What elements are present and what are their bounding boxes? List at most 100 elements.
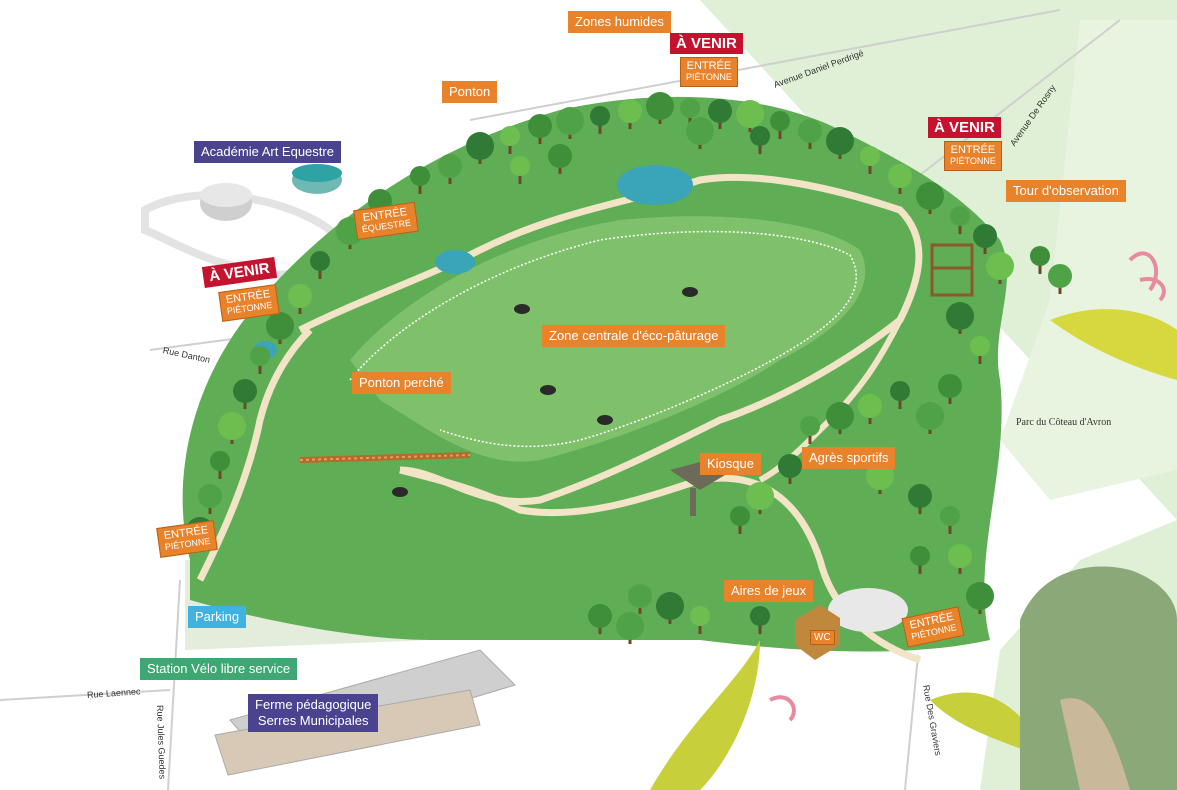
- tree-icon: [826, 402, 854, 434]
- tree-icon: [986, 252, 1014, 284]
- tree-icon: [948, 544, 972, 574]
- label-academie: Académie Art Equestre: [194, 141, 341, 163]
- tree-icon: [310, 251, 330, 279]
- animal-icon: [597, 415, 613, 425]
- label-aires-de-jeux: Aires de jeux: [724, 580, 814, 602]
- entree-pietonne-north: ENTRÉE PIÉTONNE: [680, 57, 738, 87]
- tree-icon: [288, 284, 312, 314]
- animal-icon: [514, 304, 530, 314]
- tree-icon: [466, 132, 494, 164]
- tree-icon: [210, 451, 230, 479]
- entree-text: ENTRÉE: [950, 144, 996, 156]
- tree-icon: [233, 379, 257, 409]
- tree-icon: [266, 312, 294, 344]
- farm-building-2: [214, 689, 481, 776]
- label-zones-humides: Zones humides: [568, 11, 671, 33]
- decor-leaf-2: [830, 650, 885, 790]
- tree-icon: [500, 126, 520, 154]
- tree-icon: [778, 454, 802, 484]
- road-rue-des-graviers: [904, 654, 919, 790]
- label-kiosque: Kiosque: [700, 453, 761, 475]
- main-path-north: [298, 173, 923, 505]
- tree-icon: [618, 99, 642, 129]
- tree-icon: [826, 127, 854, 159]
- decor-leaf-1: [650, 640, 760, 790]
- tree-icon: [198, 484, 222, 514]
- decor-leaf-3: [1050, 309, 1177, 380]
- tree-icon: [916, 182, 944, 214]
- a-venir-banner-east: À VENIR: [928, 117, 1001, 138]
- wetland-pond-1: [617, 165, 693, 205]
- tree-icon: [946, 302, 974, 334]
- pink-decor: [1128, 251, 1166, 302]
- tree-icon: [750, 126, 770, 154]
- tree-icon: [438, 154, 462, 184]
- playground-circle: [828, 588, 908, 632]
- tree-icon: [858, 394, 882, 424]
- tree-icon: [950, 206, 970, 234]
- wc-sign: WC: [810, 630, 835, 645]
- tree-icon: [916, 402, 944, 434]
- label-station-velo: Station Vélo libre service: [140, 658, 298, 680]
- tree-icon: [528, 114, 552, 144]
- tree-icon: [646, 92, 674, 124]
- observation-tower: [930, 243, 974, 297]
- label-parc-coteau: Parc du Côteau d'Avron: [1016, 417, 1112, 428]
- tree-icon: [730, 506, 750, 534]
- label-ponton-perche: Ponton perché: [352, 372, 451, 394]
- tree-icon: [860, 146, 880, 174]
- tree-icon: [1030, 246, 1050, 274]
- label-ferme: Ferme pédagogique Serres Municipales: [248, 694, 379, 732]
- main-path-west: [196, 327, 313, 582]
- tree-icon: [250, 346, 270, 374]
- animal-icon: [682, 287, 698, 297]
- right-lawn: [1000, 20, 1177, 500]
- tree-icon: [970, 336, 990, 364]
- tree-icon: [680, 98, 700, 126]
- animal-icon: [540, 385, 556, 395]
- pietonne-text: PIÉTONNE: [950, 156, 996, 166]
- pietonne-text: PIÉTONNE: [686, 72, 732, 82]
- tree-icon: [548, 144, 572, 174]
- road-rue-laennec: [0, 689, 171, 701]
- tree-icon: [628, 584, 652, 614]
- tree-icon: [973, 224, 997, 254]
- tree-icon: [616, 612, 644, 644]
- tree-icon: [218, 412, 246, 444]
- tree-icon: [590, 106, 610, 134]
- label-parking: Parking: [188, 606, 247, 628]
- tree-icon: [770, 111, 790, 139]
- tree-icon: [736, 100, 764, 132]
- tree-icon: [656, 592, 684, 624]
- wetland-pond-2: [435, 250, 475, 274]
- animal-icon: [392, 487, 408, 497]
- entree-pietonne-east: ENTRÉE PIÉTONNE: [944, 141, 1002, 171]
- tree-icon: [510, 156, 530, 184]
- road-rue-jules-guedes: [167, 579, 181, 790]
- tree-icon: [940, 506, 960, 534]
- tree-icon: [910, 546, 930, 574]
- tree-icon: [746, 482, 774, 514]
- a-venir-banner-north: À VENIR: [670, 33, 743, 54]
- road-avenue-daniel-perdrige: [469, 9, 1061, 121]
- tree-icon: [800, 416, 820, 444]
- label-agres-sportifs: Agrès sportifs: [802, 447, 896, 469]
- tree-icon: [690, 606, 710, 634]
- tree-icon: [1048, 264, 1072, 294]
- label-ponton: Ponton: [442, 81, 498, 103]
- tree-icon: [890, 381, 910, 409]
- photo-inset: [1020, 566, 1177, 790]
- label-ferme-line2: Serres Municipales: [257, 713, 369, 728]
- tree-icon: [866, 462, 894, 494]
- tree-icon: [888, 164, 912, 194]
- tree-icon: [966, 582, 994, 614]
- tree-icon: [686, 117, 714, 149]
- tree-icon: [708, 99, 732, 129]
- tree-icon: [908, 484, 932, 514]
- label-ferme-line1: Ferme pédagogique: [255, 697, 372, 712]
- tree-icon: [556, 107, 584, 139]
- tree-icon: [798, 119, 822, 149]
- tree-icon: [588, 604, 612, 634]
- label-tour-observation: Tour d'observation: [1006, 180, 1126, 202]
- entree-text: ENTRÉE: [686, 60, 732, 72]
